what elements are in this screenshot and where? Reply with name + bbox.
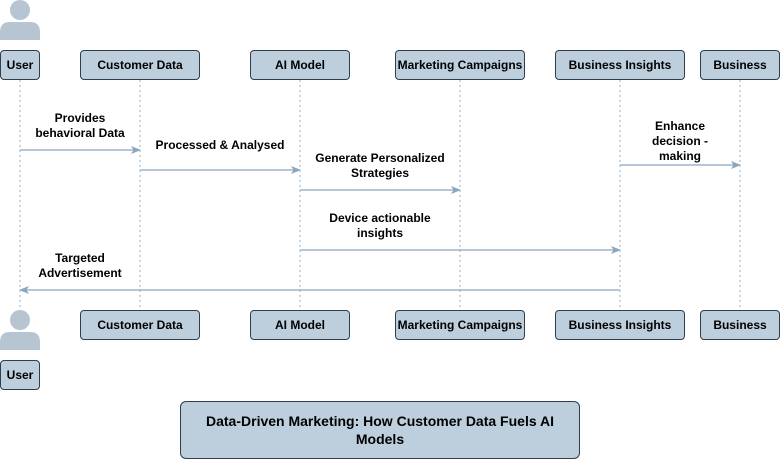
message-label-2: Processed & Analysed xyxy=(135,138,305,153)
participant-business-bottom: Business xyxy=(700,310,780,340)
participant-user-top: User xyxy=(0,50,40,80)
message-label-line: making xyxy=(658,149,701,163)
participant-ai-model-bottom: AI Model xyxy=(250,310,350,340)
message-label-line: Advertisement xyxy=(38,266,122,280)
participant-business-top: Business xyxy=(700,50,780,80)
message-label-line: insights xyxy=(356,226,403,240)
message-label-line: Processed & Analysed xyxy=(155,138,285,152)
participant-ai-model-top: AI Model xyxy=(250,50,350,80)
lifelines xyxy=(19,80,741,310)
user-icon-bottom xyxy=(0,310,40,350)
message-label-line: Targeted xyxy=(55,251,105,265)
message-arrows xyxy=(19,146,741,294)
message-label-line: decision - xyxy=(651,134,708,148)
message-label-line: Enhance xyxy=(654,119,705,133)
participant-customer-data-bottom: Customer Data xyxy=(80,310,200,340)
message-label-line: behavioral Data xyxy=(35,126,125,140)
actor-figures xyxy=(0,0,40,350)
participant-customer-data-top: Customer Data xyxy=(80,50,200,80)
user-icon-top xyxy=(0,0,40,40)
participant-business-insights-bottom: Business Insights xyxy=(555,310,685,340)
message-label-line: Strategies xyxy=(350,166,410,180)
participant-business-insights-top: Business Insights xyxy=(555,50,685,80)
message-label-line: Provides xyxy=(54,111,106,125)
message-label-line: Device actionable xyxy=(329,211,431,225)
participant-marketing-campaigns-bottom: Marketing Campaigns xyxy=(395,310,525,340)
message-label-line: Generate Personalized xyxy=(315,151,445,165)
diagram-title: Data-Driven Marketing: How Customer Data… xyxy=(180,401,580,459)
participant-user-bottom: User xyxy=(0,360,40,390)
participant-marketing-campaigns-top: Marketing Campaigns xyxy=(395,50,525,80)
